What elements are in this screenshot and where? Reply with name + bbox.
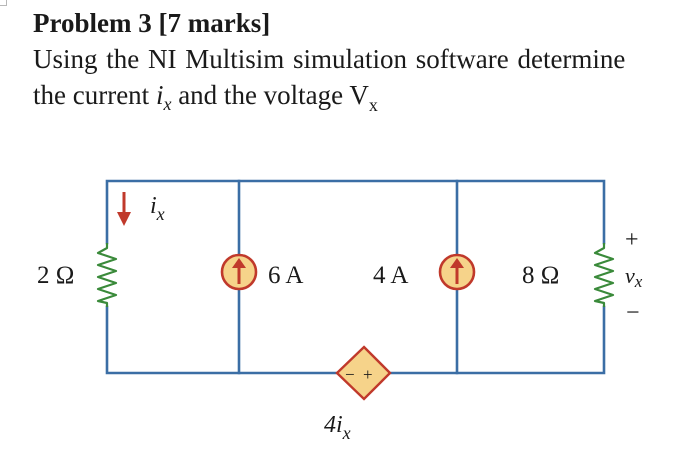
vx-plus-sign: + bbox=[625, 227, 639, 253]
resistor-2-ohm-label: 2 Ω bbox=[37, 262, 74, 289]
current-source-4a-icon bbox=[438, 253, 476, 291]
problem-title: Problem 3 [7 marks] bbox=[33, 8, 271, 38]
current-ix-arrow-icon bbox=[117, 192, 131, 226]
problem-text-line-2: the current ix and the voltage Vx bbox=[33, 78, 378, 115]
current-source-6a-icon bbox=[220, 253, 258, 291]
dep-source-plus-sign: + bbox=[363, 365, 373, 384]
resistor-2-ohm-icon bbox=[96, 243, 118, 307]
source-6a-label: 6 A bbox=[268, 262, 303, 289]
vx-minus-sign: − bbox=[626, 300, 640, 326]
current-symbol-i: i bbox=[155, 80, 164, 110]
problem-text-line-1: Using the NI Multisim simulation softwar… bbox=[33, 44, 626, 74]
voltage-symbol-sub: x bbox=[368, 95, 378, 115]
source-4a-label: 4 A bbox=[373, 262, 408, 289]
circuit-wires bbox=[105, 179, 606, 375]
resistor-8-ohm-label: 8 Ω bbox=[522, 262, 559, 289]
bottom-wire-right bbox=[388, 305, 606, 375]
problem-text-current-intro: the current bbox=[33, 80, 156, 110]
resistor-8-ohm-icon bbox=[593, 243, 615, 307]
problem-text-voltage-intro: and the voltage V bbox=[171, 80, 369, 110]
dep-source-minus-sign: − bbox=[345, 365, 355, 384]
ix-branch-label: ix bbox=[150, 193, 165, 224]
top-wire bbox=[105, 179, 606, 245]
current-symbol-sub: x bbox=[163, 94, 172, 114]
bottom-wire-left bbox=[105, 305, 339, 375]
dependent-voltage-source-icon bbox=[335, 345, 392, 401]
vx-label: vx bbox=[625, 263, 643, 291]
page-corner-mark bbox=[0, 0, 7, 6]
dependent-source-label: 4ix bbox=[324, 412, 351, 443]
